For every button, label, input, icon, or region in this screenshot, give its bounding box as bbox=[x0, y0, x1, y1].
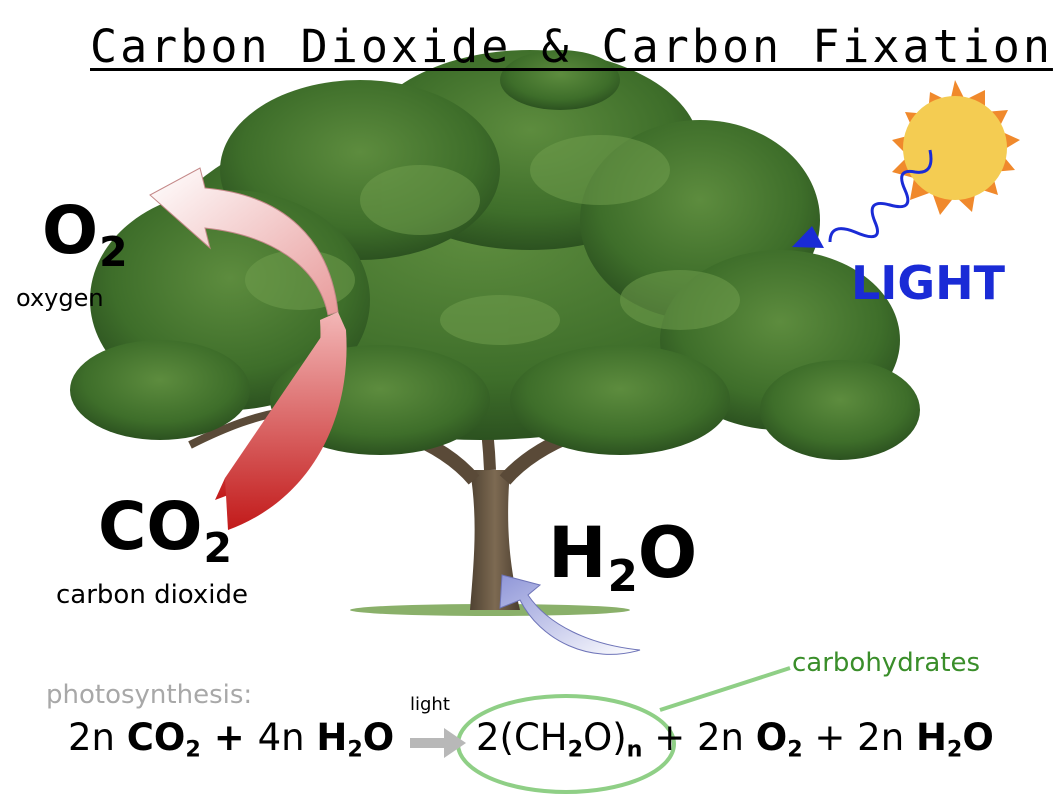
light-wave-icon bbox=[792, 149, 933, 248]
carbon-dioxide-caption: carbon dioxide bbox=[56, 580, 249, 610]
arrow-light-label: light bbox=[410, 694, 450, 715]
carbohydrate-pointer bbox=[659, 666, 791, 712]
sun-icon bbox=[892, 80, 1020, 215]
photosynthesis-label: photosynthesis: bbox=[46, 680, 253, 710]
oxygen-arrow bbox=[149, 167, 339, 316]
tree-canopy bbox=[70, 50, 920, 460]
canopy-highlights bbox=[245, 135, 740, 345]
equation-left-side: 2n CO2 + 4n H2O bbox=[68, 716, 395, 763]
water-formula: H2O bbox=[548, 512, 698, 602]
oxygen-caption: oxygen bbox=[16, 284, 104, 312]
reaction-arrow bbox=[410, 728, 466, 758]
carbohydrates-label: carbohydrates bbox=[792, 648, 981, 678]
light-label: LIGHT bbox=[851, 256, 1006, 310]
page-title: Carbon Dioxide & Carbon Fixation bbox=[90, 20, 1053, 73]
oxygen-formula: O2 bbox=[42, 192, 128, 277]
water-arrow bbox=[499, 574, 641, 655]
equation-right-side: 2(CH2O)n + 2n O2 + 2n H2O bbox=[476, 716, 994, 763]
carbon-dioxide-formula: CO2 bbox=[98, 488, 233, 573]
